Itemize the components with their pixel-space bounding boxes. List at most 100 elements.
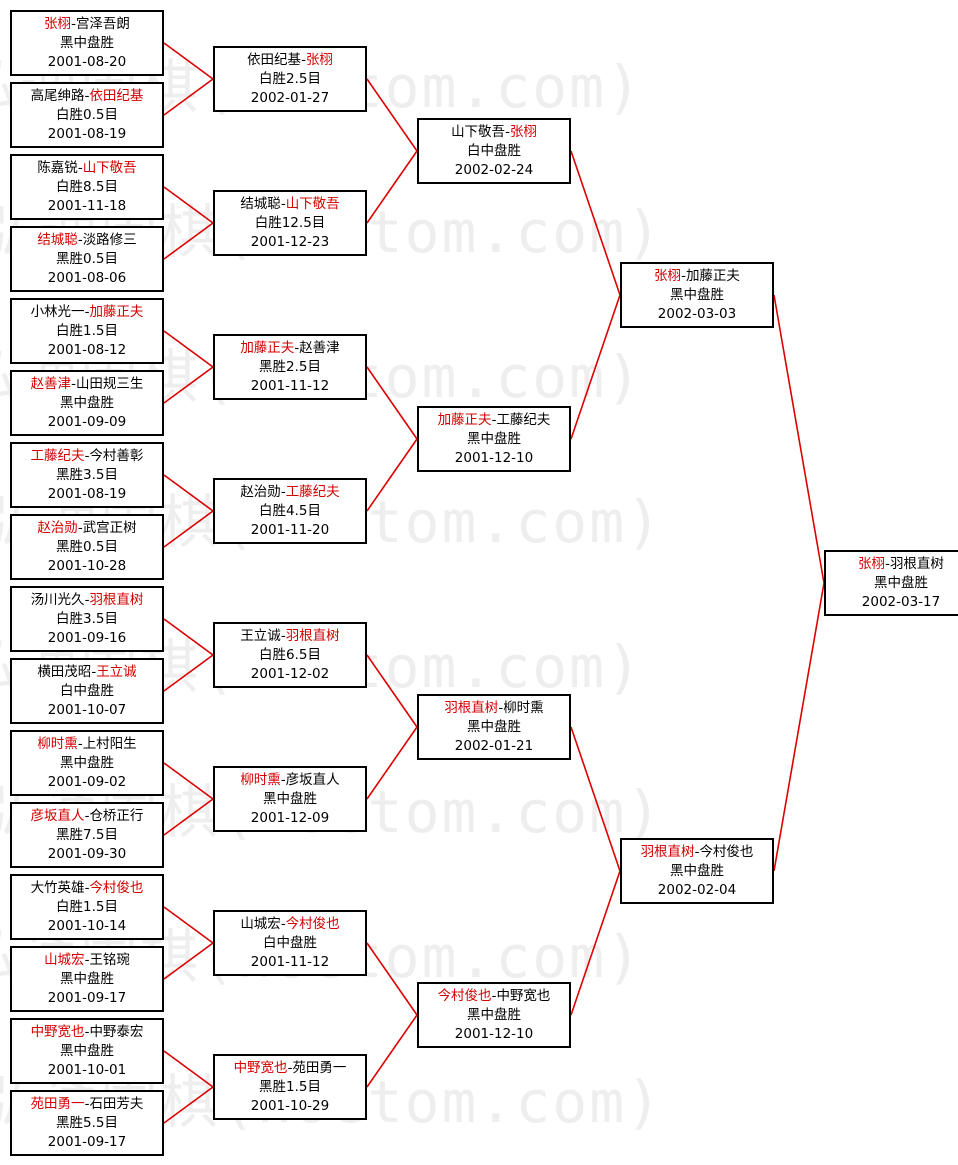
connector-line bbox=[163, 1086, 214, 1124]
player-black: 彦坂直人 bbox=[30, 807, 85, 824]
match-result: 白胜8.5目 bbox=[56, 178, 118, 195]
player-white: 张栩 bbox=[305, 51, 333, 68]
match-result: 黑中盘胜 bbox=[60, 970, 114, 987]
player-separator: - bbox=[84, 591, 90, 608]
player-black: 柳时熏 bbox=[37, 735, 78, 752]
player-white: 中野泰宏 bbox=[89, 1023, 144, 1040]
connector-line bbox=[163, 942, 214, 980]
player-separator: - bbox=[84, 1023, 90, 1040]
player-white: 王铭琬 bbox=[89, 951, 130, 968]
connector-line bbox=[163, 798, 214, 836]
match-result: 黑中盘胜 bbox=[670, 286, 724, 303]
player-white: 上村阳生 bbox=[82, 735, 137, 752]
player-black: 小林光一 bbox=[30, 303, 85, 320]
match-players: 横田茂昭-王立诚 bbox=[37, 663, 136, 682]
player-separator: - bbox=[91, 663, 97, 680]
connector-line bbox=[163, 366, 214, 404]
match-date: 2001-12-23 bbox=[250, 233, 330, 250]
player-white: 工藤纪夫 bbox=[285, 483, 340, 500]
match-date: 2001-12-09 bbox=[250, 809, 330, 826]
match-players: 陈嘉锐-山下敬吾 bbox=[37, 159, 136, 178]
match-players: 中野宽也-中野泰宏 bbox=[31, 1023, 144, 1042]
match-result: 黑中盘胜 bbox=[263, 790, 317, 807]
player-separator: - bbox=[294, 339, 300, 356]
player-white: 加藤正夫 bbox=[685, 267, 740, 284]
match-players: 张栩-羽根直树 bbox=[858, 555, 944, 574]
player-separator: - bbox=[491, 987, 497, 1004]
match-result: 白胜4.5目 bbox=[259, 502, 321, 519]
player-white: 武宫正树 bbox=[82, 519, 137, 536]
player-separator: - bbox=[77, 735, 83, 752]
match-date: 2001-08-06 bbox=[47, 269, 127, 286]
match-players: 加藤正夫-赵善津 bbox=[240, 339, 339, 358]
player-black: 王立诚 bbox=[240, 627, 281, 644]
player-black: 羽根直树 bbox=[640, 843, 695, 860]
match-date: 2001-09-30 bbox=[47, 845, 127, 862]
player-white: 彦坂直人 bbox=[285, 771, 340, 788]
connector-line bbox=[570, 726, 621, 872]
player-separator: - bbox=[280, 915, 286, 932]
match-players: 山城宏-今村俊也 bbox=[240, 915, 339, 934]
player-white: 山田规三生 bbox=[75, 375, 144, 392]
match-result: 白中盘胜 bbox=[467, 142, 521, 159]
player-separator: - bbox=[280, 627, 286, 644]
player-white: 依田纪基 bbox=[89, 87, 144, 104]
connector-line bbox=[163, 762, 214, 800]
match-players: 结城聪-淡路修三 bbox=[37, 231, 136, 250]
match-date: 2001-10-14 bbox=[47, 917, 127, 934]
player-white: 工藤纪夫 bbox=[496, 411, 551, 428]
player-black: 张栩 bbox=[858, 555, 886, 572]
player-separator: - bbox=[498, 699, 504, 716]
player-black: 结城聪 bbox=[37, 231, 78, 248]
connector-line bbox=[163, 42, 214, 80]
match-result: 白胜12.5目 bbox=[254, 214, 326, 231]
match-players: 王立诚-羽根直树 bbox=[240, 627, 339, 646]
match-date: 2001-10-07 bbox=[47, 701, 127, 718]
player-white: 今村善彰 bbox=[89, 447, 144, 464]
player-black: 结城聪 bbox=[240, 195, 281, 212]
connector-line bbox=[163, 654, 214, 692]
match-result: 白胜0.5目 bbox=[56, 106, 118, 123]
match-result: 黑胜2.5目 bbox=[259, 358, 321, 375]
match-result: 白胜1.5目 bbox=[56, 898, 118, 915]
player-black: 张栩 bbox=[654, 267, 682, 284]
match-date: 2001-12-10 bbox=[454, 1025, 534, 1042]
player-black: 柳时熏 bbox=[240, 771, 281, 788]
match-result: 黑中盘胜 bbox=[60, 34, 114, 51]
match-players: 羽根直树-柳时熏 bbox=[444, 699, 543, 718]
player-black: 加藤正夫 bbox=[437, 411, 492, 428]
match-players: 柳时熏-上村阳生 bbox=[37, 735, 136, 754]
connector-line bbox=[570, 294, 621, 440]
match-players: 加藤正夫-工藤纪夫 bbox=[438, 411, 551, 430]
player-separator: - bbox=[885, 555, 890, 572]
match-date: 2001-08-20 bbox=[47, 53, 127, 70]
match-date: 2002-01-21 bbox=[454, 737, 534, 754]
player-black: 横田茂昭 bbox=[37, 663, 92, 680]
player-separator: - bbox=[505, 123, 510, 140]
match-players: 工藤纪夫-今村善彰 bbox=[31, 447, 144, 466]
match-result: 黑中盘胜 bbox=[874, 574, 928, 591]
connector-line bbox=[163, 222, 214, 260]
match-date: 2001-09-17 bbox=[47, 989, 127, 1006]
connector-line bbox=[366, 150, 418, 224]
player-white: 淡路修三 bbox=[82, 231, 137, 248]
connector-line bbox=[570, 870, 621, 1016]
player-black: 工藤纪夫 bbox=[30, 447, 85, 464]
match-date: 2002-03-03 bbox=[657, 305, 737, 322]
player-black: 羽根直树 bbox=[444, 699, 499, 716]
